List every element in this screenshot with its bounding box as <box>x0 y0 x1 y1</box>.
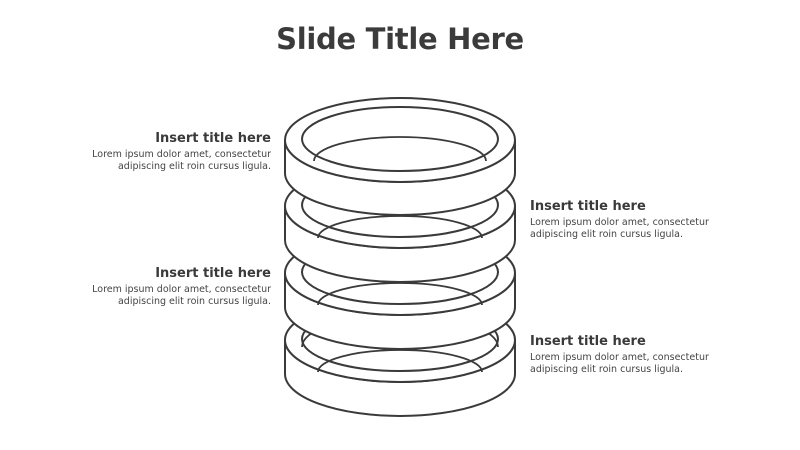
text-block-2-title: Insert title here <box>530 199 646 214</box>
ring-1 <box>284 97 516 216</box>
text-block-1-title: Insert title here <box>155 131 271 146</box>
text-block-3-body: Lorem ipsum dolor amet, consectetur adip… <box>31 284 271 308</box>
text-block-2: Insert title here Lorem ipsum dolor amet… <box>530 199 770 241</box>
text-block-3: Insert title here Lorem ipsum dolor amet… <box>31 266 271 308</box>
text-block-2-line-2: adipiscing elit roin cursus ligula. <box>530 229 684 240</box>
text-block-4: Insert title here Lorem ipsum dolor amet… <box>530 334 770 376</box>
text-block-2-line-1: Lorem ipsum dolor amet, consectetur <box>530 217 709 228</box>
text-block-3-title: Insert title here <box>155 266 271 281</box>
text-block-4-body: Lorem ipsum dolor amet, consectetur adip… <box>530 352 770 376</box>
text-block-1-line-2: adipiscing elit roin cursus ligula. <box>117 161 271 172</box>
slide-title: Slide Title Here <box>276 22 524 56</box>
text-block-4-title: Insert title here <box>530 334 646 349</box>
text-block-1: Insert title here Lorem ipsum dolor amet… <box>31 131 271 173</box>
text-block-1-line-1: Lorem ipsum dolor amet, consectetur <box>92 149 271 160</box>
text-block-1-body: Lorem ipsum dolor amet, consectetur adip… <box>31 149 271 173</box>
text-block-4-line-1: Lorem ipsum dolor amet, consectetur <box>530 352 709 363</box>
text-block-4-line-2: adipiscing elit roin cursus ligula. <box>530 364 684 375</box>
text-block-3-line-2: adipiscing elit roin cursus ligula. <box>117 296 271 307</box>
text-block-2-body: Lorem ipsum dolor amet, consectetur adip… <box>530 217 770 241</box>
text-block-3-line-1: Lorem ipsum dolor amet, consectetur <box>92 284 271 295</box>
